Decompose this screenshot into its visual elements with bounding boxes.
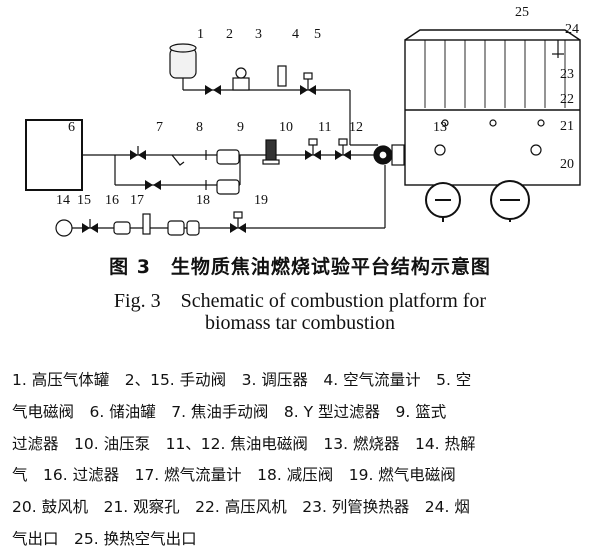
legend-line-5: 20. 鼓风机 21. 观察孔 22. 高压风机 23. 列管换热器 24. 烟 [12, 498, 470, 516]
pyrolysis-gas-source [55, 219, 73, 237]
label-4: 4 [292, 27, 299, 42]
oil-pressure-pump [262, 139, 280, 165]
blower [425, 180, 530, 222]
component-labels: 1 2 3 4 5 6 7 8 9 10 11 12 13 14 15 16 1… [56, 5, 579, 208]
label-11: 11 [318, 120, 331, 135]
observation-hole [530, 144, 542, 156]
label-18: 18 [196, 193, 210, 208]
label-17: 17 [130, 193, 144, 208]
legend-line-2: 气电磁阀 6. 储油罐 7. 焦油手动阀 8. Y 型过滤器 9. 篮式 [12, 403, 447, 421]
tube-heat-exchanger [424, 40, 566, 108]
label-6: 6 [68, 120, 75, 135]
pressure-reducing-valve [167, 220, 185, 236]
label-13: 13 [433, 120, 447, 135]
air-flowmeter [277, 65, 287, 87]
platform-schematic: 1 2 3 4 5 6 7 8 9 10 11 12 13 14 15 16 1… [25, 5, 581, 237]
label-20: 20 [560, 157, 574, 172]
label-8: 8 [196, 120, 203, 135]
gas-flowmeter [142, 213, 151, 235]
legend-line-6: 气出口 25. 换热空气出口 [12, 530, 197, 548]
figure-caption-en-line1: Fig. 3 Schematic of combustion platform … [113, 290, 487, 312]
label-25: 25 [515, 5, 529, 20]
legend-line-3: 过滤器 10. 油压泵 11、12. 焦油电磁阀 13. 燃烧器 14. 热解 [12, 435, 476, 453]
legend-line-4: 气 16. 过滤器 17. 燃气流量计 18. 减压阀 19. 燃气电磁阀 [12, 466, 456, 484]
label-22: 22 [560, 92, 574, 107]
label-19: 19 [254, 193, 268, 208]
label-14: 14 [56, 193, 70, 208]
label-23: 23 [560, 67, 574, 82]
legend-line-1: 1. 高压气体罐 2、15. 手动阀 3. 调压器 4. 空气流量计 5. 空 [12, 371, 472, 389]
flue-gas-outlet [552, 40, 564, 58]
label-16: 16 [105, 193, 119, 208]
burner [373, 144, 405, 166]
y-strainer [171, 154, 185, 166]
label-12: 12 [349, 120, 363, 135]
label-10: 10 [279, 120, 293, 135]
basket-filter [205, 149, 240, 195]
figure-caption-cn: 图 3 生物质焦油燃烧试验平台结构示意图 [109, 256, 491, 278]
label-2: 2 [226, 27, 233, 42]
combustion-furnace [404, 29, 581, 186]
figure-caption-en-line2: biomass tar combustion [205, 312, 395, 334]
gas-filter [113, 221, 131, 235]
label-15: 15 [77, 193, 91, 208]
label-9: 9 [237, 120, 244, 135]
high-pressure-gas-tank [169, 43, 197, 79]
pressure-regulator [232, 67, 250, 91]
label-21: 21 [560, 119, 574, 134]
manual-valve-2 [205, 85, 221, 95]
label-1: 1 [197, 27, 204, 42]
bypass-valve [145, 180, 161, 190]
label-7: 7 [156, 120, 163, 135]
label-24: 24 [565, 22, 579, 37]
label-5: 5 [314, 27, 321, 42]
label-3: 3 [255, 27, 262, 42]
